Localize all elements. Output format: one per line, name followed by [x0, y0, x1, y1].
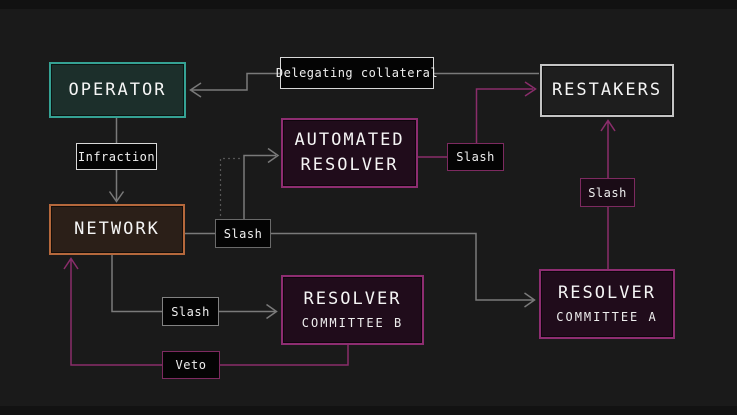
edge-label-slash-network-text: Slash [223, 226, 263, 241]
connector-network-to-slash-to-committee-a [185, 232, 533, 301]
node-automated-resolver-label-line2: RESOLVER [300, 155, 399, 175]
arrowhead-into-operator [189, 82, 202, 98]
node-network-label: NETWORK [74, 219, 160, 240]
arrowhead-into-committee-b [266, 303, 278, 320]
node-network: NETWORK [49, 204, 185, 255]
arrowhead-into-network-top [108, 191, 125, 203]
node-automated-resolver: AUTOMATED RESOLVER [281, 118, 418, 188]
edge-label-slash-committee-a: Slash [580, 178, 635, 207]
edge-label-delegating-collateral: Delegating collateral [276, 57, 438, 89]
node-automated-resolver-label-line1: AUTOMATED [294, 130, 405, 151]
edge-label-delegating-collateral-text: Delegating collateral [275, 66, 439, 80]
connector-network-to-slash-to-committee-b [111, 255, 275, 313]
connector-slash-to-automated-resolver [243, 154, 276, 219]
edge-label-veto-text: Veto [175, 358, 207, 372]
connector-slash-to-restakers-left [475, 88, 533, 143]
arrowhead-into-restakers-bottom [600, 119, 616, 132]
connector-delegating-to-operator [192, 72, 280, 91]
node-operator-label: OPERATOR [68, 79, 167, 100]
arrowhead-into-committee-a [524, 292, 536, 308]
node-resolver-committee-b-label: RESOLVER [303, 289, 402, 310]
node-restakers: RESTAKERS [540, 64, 674, 117]
node-resolver-committee-a: RESOLVER COMMITTEE A [539, 269, 675, 339]
arrowhead-into-restakers-left [524, 81, 537, 97]
edge-label-slash-committee-b: Slash [162, 297, 219, 326]
node-restakers-label: RESTAKERS [551, 80, 663, 101]
arrowhead-into-automated-resolver [267, 147, 280, 164]
edge-label-veto: Veto [162, 351, 220, 379]
edge-label-infraction: Infraction [76, 143, 157, 170]
connector-ghost-dotted [219, 157, 242, 216]
edge-label-slash-network: Slash [215, 219, 271, 248]
edge-label-infraction-text: Infraction [77, 149, 156, 164]
node-operator: OPERATOR [49, 62, 186, 118]
edge-label-slash-committee-b-text: Slash [171, 304, 210, 319]
arrowhead-into-network-bottom [63, 257, 79, 270]
edge-label-slash-committee-a-text: Slash [588, 185, 627, 200]
edge-label-slash-automated-resolver: Slash [447, 143, 504, 171]
node-resolver-committee-b-sublabel: COMMITTEE B [301, 316, 404, 331]
node-resolver-committee-b: RESOLVER COMMITTEE B [281, 275, 424, 345]
node-resolver-committee-a-sublabel: COMMITTEE A [556, 310, 658, 325]
edge-label-slash-automated-resolver-text: Slash [456, 150, 495, 164]
node-resolver-committee-a-label: RESOLVER [558, 283, 656, 304]
